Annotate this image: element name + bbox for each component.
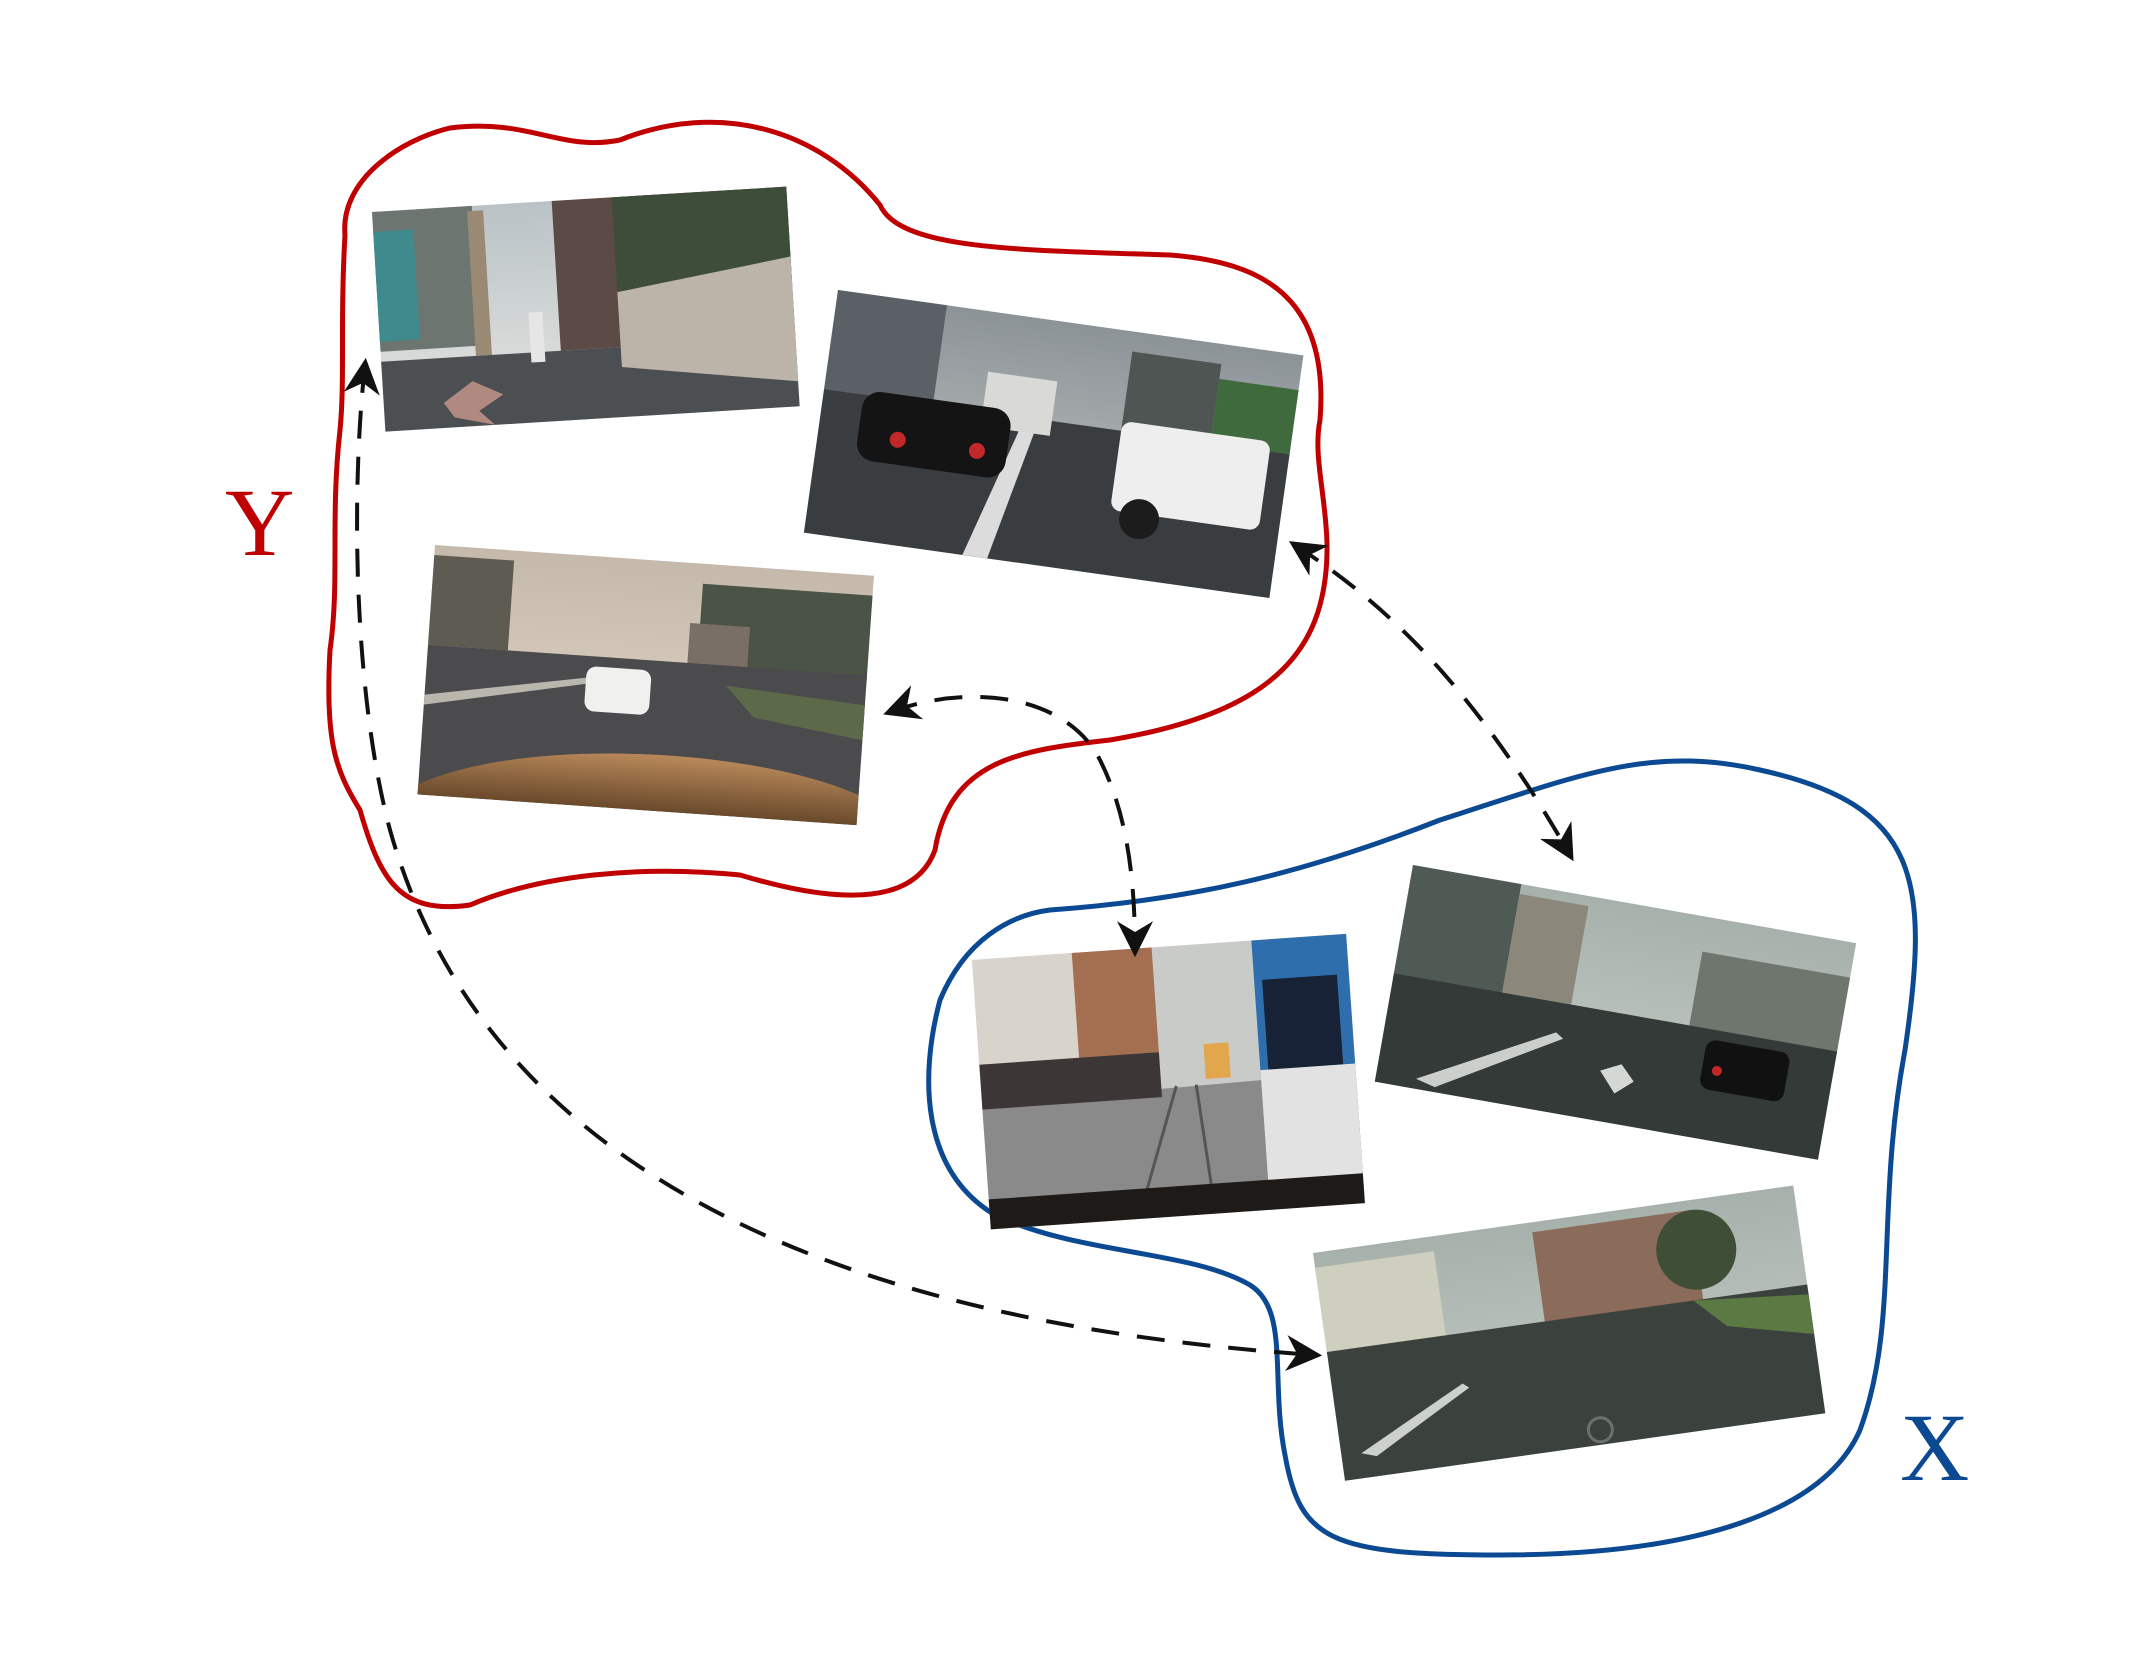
city-road-car-scene [1374, 865, 1857, 1160]
tram-street-scene [972, 933, 1365, 1230]
wet-road-traffic-scene [803, 290, 1304, 599]
arrow-y3-to-x1 [883, 685, 1153, 958]
residential-street-scene [1313, 1185, 1826, 1481]
sidewalk-scene [372, 186, 800, 432]
mapping-arrows [343, 357, 1574, 1371]
domain-x-label: X [1900, 1394, 1969, 1501]
domain-y-label: Y [225, 469, 294, 576]
arrow-y2-to-x2 [1288, 541, 1574, 862]
car-hood-sunset-scene [417, 545, 874, 826]
arrow-y1-to-x3 [343, 357, 1323, 1371]
